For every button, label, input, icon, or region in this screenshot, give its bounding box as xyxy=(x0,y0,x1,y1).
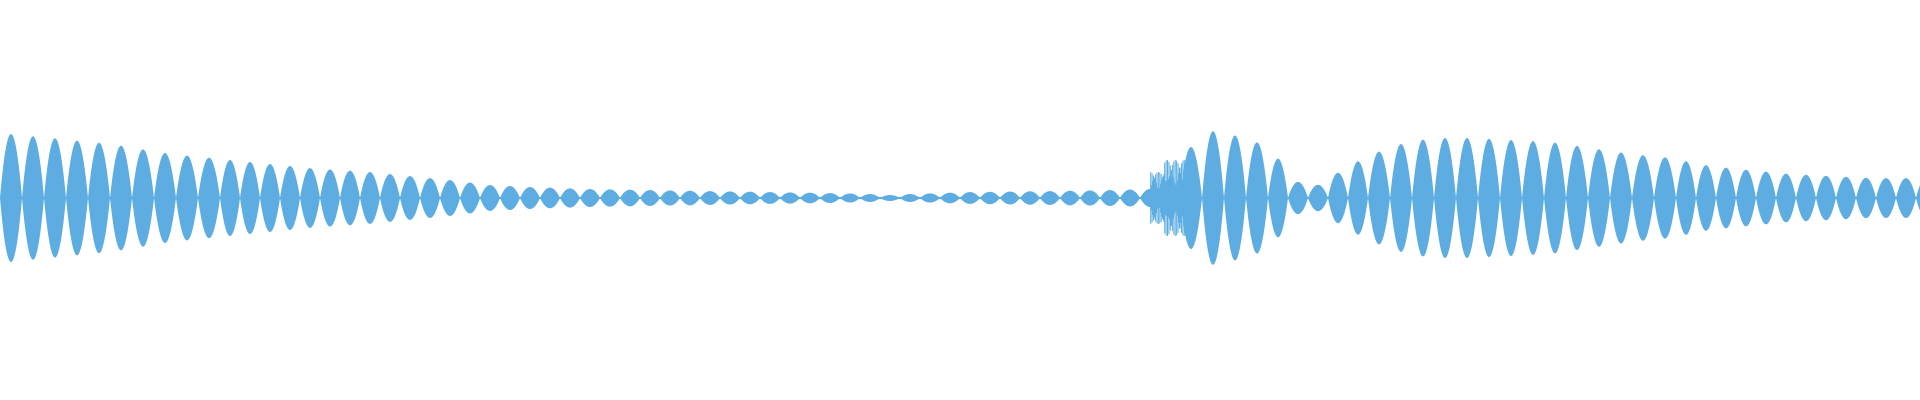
waveform-baseline xyxy=(0,197,1920,199)
waveform-transient xyxy=(1149,160,1192,236)
